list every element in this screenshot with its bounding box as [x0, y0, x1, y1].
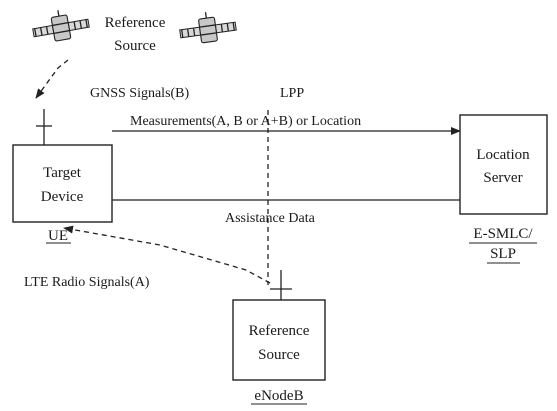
satellite-right-icon	[177, 7, 239, 47]
lpp-label: LPP	[280, 86, 304, 101]
target-device-line1: Target	[43, 165, 82, 181]
enodeb-line1: Reference	[249, 323, 310, 339]
assistance-label: Assistance Data	[225, 211, 316, 226]
target-device-line2: Device	[41, 189, 84, 205]
server-caption-1: E-SMLC/	[473, 226, 533, 242]
lte-signal-arrow	[63, 225, 271, 284]
satellite-label-line1: Reference	[105, 15, 166, 31]
target-device-box	[12, 144, 113, 223]
gnss-signal-arrow	[35, 59, 69, 99]
ue-antenna-icon	[36, 109, 52, 145]
location-server-line2: Server	[483, 170, 522, 186]
measurements-label: Measurements(A, B or A+B) or Location	[130, 114, 361, 129]
enodeb-caption: eNodeB	[254, 388, 303, 404]
satellite-left-icon	[29, 4, 92, 46]
ue-caption: UE	[48, 228, 68, 244]
location-server-line1: Location	[476, 147, 530, 163]
server-caption-2: SLP	[490, 246, 516, 262]
gnss-label: GNSS Signals(B)	[90, 86, 190, 101]
satellite-label-line2: Source	[114, 38, 156, 54]
lte-label: LTE Radio Signals(A)	[24, 275, 150, 290]
enodeb-box	[232, 299, 326, 381]
location-server-box	[459, 114, 548, 215]
enodeb-line2: Source	[258, 347, 300, 363]
